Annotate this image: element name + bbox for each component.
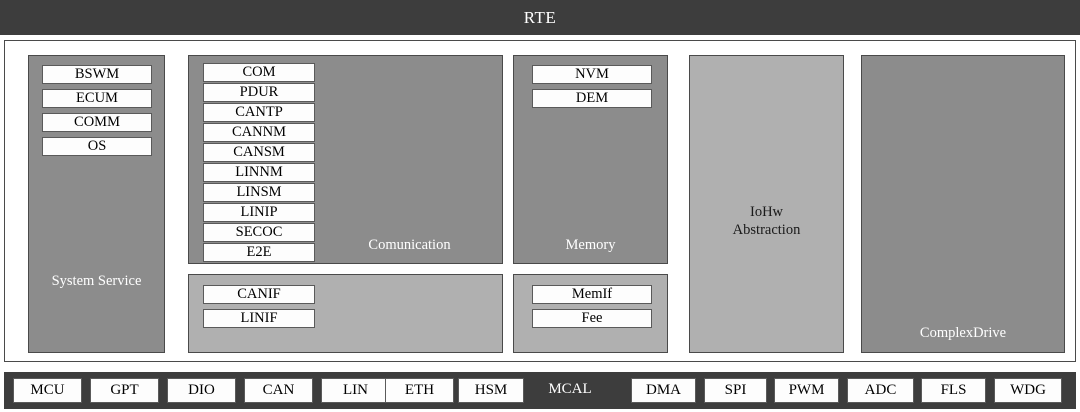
component-e2e[interactable]: E2E (203, 243, 315, 262)
module-label-communication: Comunication (368, 237, 451, 253)
component-linip[interactable]: LINIP (203, 203, 315, 222)
mcal-layer: MCU GPT DIO CAN LIN ETH HSM MCAL DMA SPI… (4, 372, 1076, 409)
component-fee[interactable]: Fee (532, 309, 652, 328)
module-iohw-abstraction[interactable]: IoHw Abstraction (689, 55, 844, 353)
component-memif[interactable]: MemIf (532, 285, 652, 304)
component-cannm[interactable]: CANNM (203, 123, 315, 142)
driver-fls[interactable]: FLS (921, 378, 986, 403)
rte-layer: RTE (0, 0, 1080, 35)
component-dem[interactable]: DEM (532, 89, 652, 108)
module-system-service[interactable]: BSWM ECUM COMM OS System Service (28, 55, 165, 353)
component-secoc[interactable]: SECOC (203, 223, 315, 242)
driver-eth[interactable]: ETH (385, 378, 454, 403)
module-label-iohw-abstraction-line1: IoHw (749, 204, 784, 220)
driver-can[interactable]: CAN (244, 378, 313, 403)
component-pdur[interactable]: PDUR (203, 83, 315, 102)
component-ecum[interactable]: ECUM (42, 89, 152, 108)
driver-mcu[interactable]: MCU (13, 378, 82, 403)
module-label-memory: Memory (565, 237, 616, 253)
module-label-iohw-abstraction-line2: Abstraction (732, 222, 801, 238)
driver-pwm[interactable]: PWM (774, 378, 839, 403)
module-complex-drive[interactable]: ComplexDrive (861, 55, 1065, 353)
driver-hsm[interactable]: HSM (458, 378, 524, 403)
component-linif[interactable]: LINIF (203, 309, 315, 328)
component-canif[interactable]: CANIF (203, 285, 315, 304)
rte-label: RTE (523, 7, 557, 27)
driver-dma[interactable]: DMA (631, 378, 696, 403)
bsw-layer-panel: BSWM ECUM COMM OS System Service COM PDU… (4, 40, 1076, 362)
component-linsm[interactable]: LINSM (203, 183, 315, 202)
module-label-complex-drive: ComplexDrive (919, 325, 1007, 341)
component-os[interactable]: OS (42, 137, 152, 156)
module-communication[interactable]: COM PDUR CANTP CANNM CANSM LINNM LINSM L… (188, 55, 503, 264)
mcal-label: MCAL (548, 381, 592, 397)
component-comm[interactable]: COMM (42, 113, 152, 132)
component-cantp[interactable]: CANTP (203, 103, 315, 122)
module-memory[interactable]: NVM DEM Memory (513, 55, 668, 264)
driver-lin[interactable]: LIN (321, 378, 390, 403)
module-label-system-service: System Service (51, 273, 142, 289)
component-linnm[interactable]: LINNM (203, 163, 315, 182)
driver-wdg[interactable]: WDG (994, 378, 1062, 403)
module-communication-hw-abstraction[interactable]: CANIF LINIF (188, 274, 503, 353)
driver-gpt[interactable]: GPT (90, 378, 159, 403)
component-nvm[interactable]: NVM (532, 65, 652, 84)
driver-adc[interactable]: ADC (847, 378, 914, 403)
component-cansm[interactable]: CANSM (203, 143, 315, 162)
driver-spi[interactable]: SPI (704, 378, 767, 403)
component-com[interactable]: COM (203, 63, 315, 82)
driver-dio[interactable]: DIO (167, 378, 236, 403)
component-bswm[interactable]: BSWM (42, 65, 152, 84)
module-memory-hw-abstraction[interactable]: MemIf Fee (513, 274, 668, 353)
